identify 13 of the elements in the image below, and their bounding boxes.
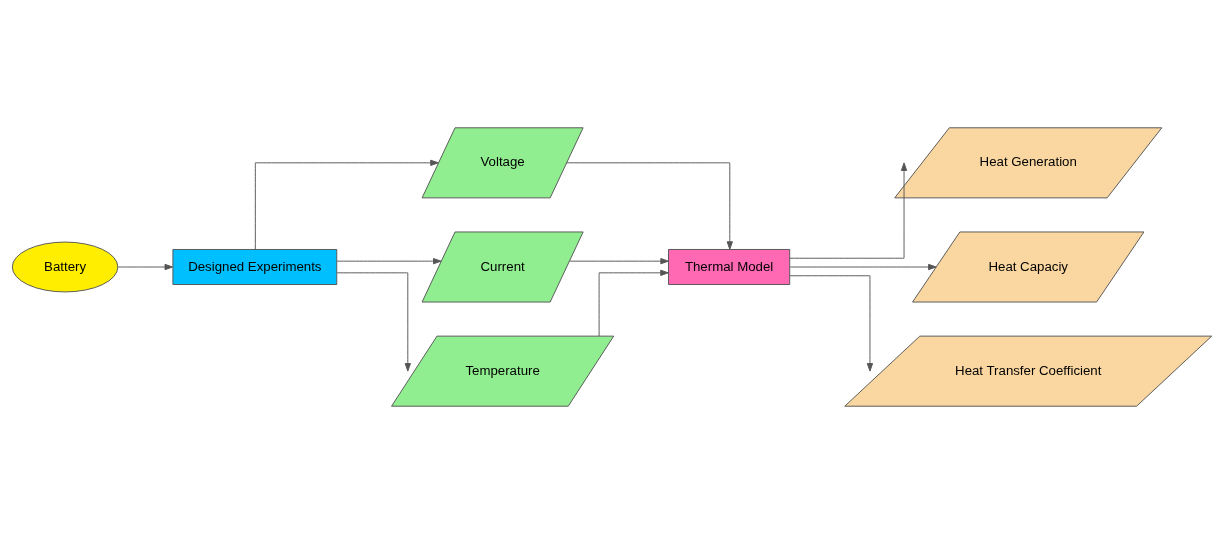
- arrow: [254, 159, 439, 250]
- arrow: [566, 161, 733, 250]
- arrow: [336, 257, 442, 264]
- arrow: [598, 269, 669, 336]
- arrow: [569, 257, 669, 264]
- node-box: Thermal Model: [668, 248, 791, 285]
- arrow: [789, 274, 874, 372]
- arrow: [117, 263, 174, 270]
- arrow: [789, 161, 908, 259]
- node-ellipse: Battery: [11, 241, 119, 292]
- arrow: [789, 263, 937, 270]
- arrow: [336, 271, 411, 372]
- node-box: Designed Experiments: [172, 248, 338, 285]
